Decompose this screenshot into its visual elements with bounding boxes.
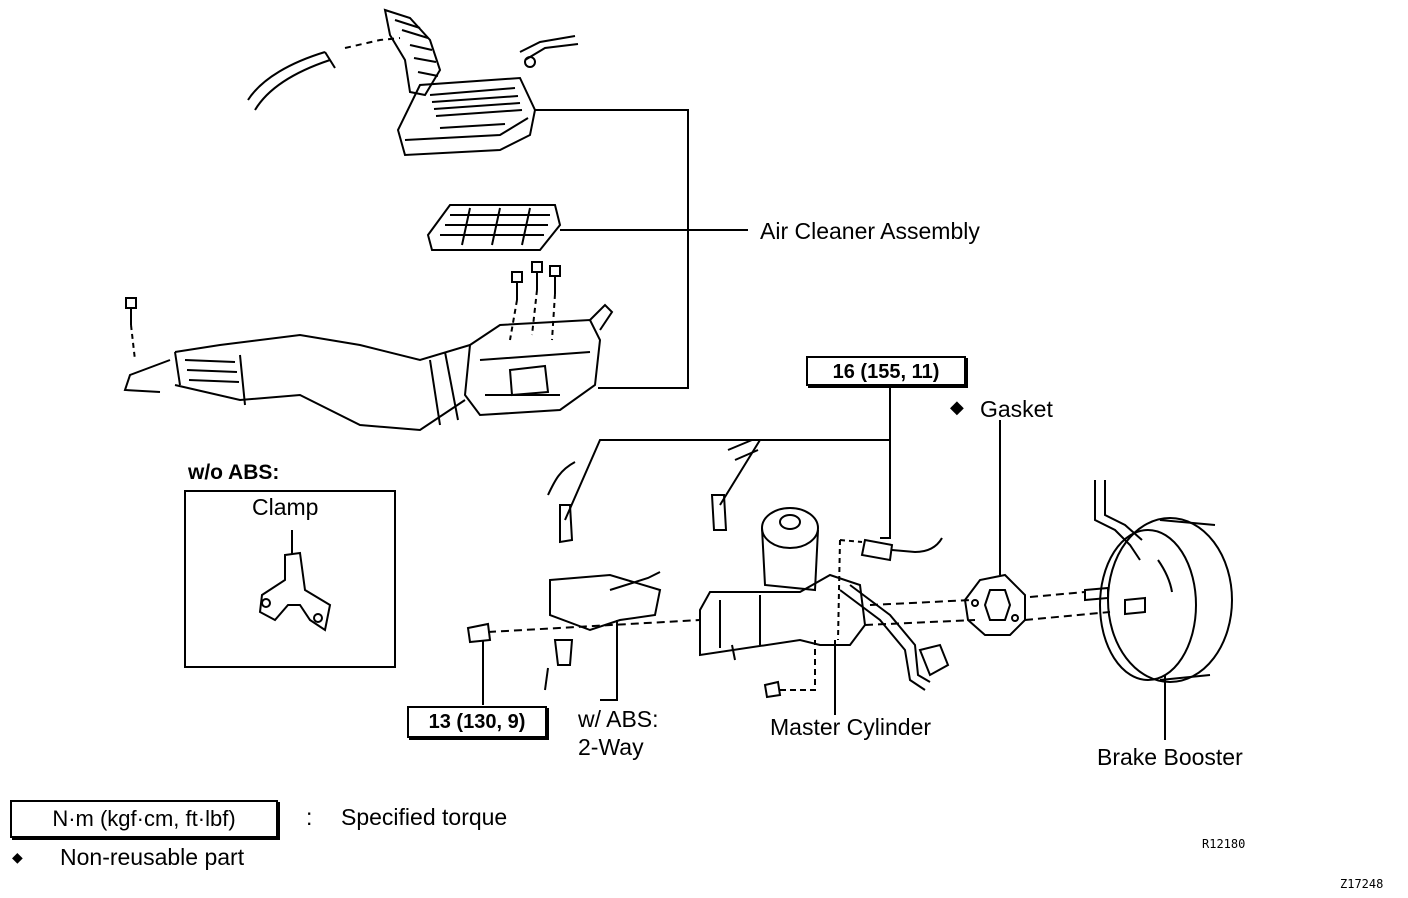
two-way-label: 2-Way [578, 734, 644, 760]
intake-hose-drawing [247, 8, 579, 111]
legend-bullet-icon: ◆ [12, 849, 23, 865]
clamp-label: Clamp [252, 494, 319, 520]
brake-lines-drawing [466, 385, 943, 705]
torque-spec-13: 13 (130, 9) [407, 706, 547, 738]
wo-abs-label: w/o ABS: [188, 461, 280, 484]
wo-abs-clamp-panel [184, 490, 396, 668]
brake-booster-drawing [1084, 480, 1233, 740]
master-cylinder-drawing [699, 507, 976, 715]
gasket-drawing [963, 420, 1111, 636]
non-reusable-marker-icon: ◆ [950, 397, 964, 417]
legend-specified-torque: Specified torque [341, 804, 508, 830]
legend-torque-box: N·m (kgf·cm, ft·lbf) [10, 800, 278, 838]
legend-colon: : [306, 804, 313, 830]
w-abs-label: w/ ABS: [578, 706, 659, 732]
air-cleaner-assembly-label: Air Cleaner Assembly [760, 218, 980, 244]
reference-code-2: Z17248 [1340, 877, 1384, 891]
air-cleaner-bolts-drawing [125, 261, 561, 361]
gasket-label: Gasket [980, 396, 1053, 422]
legend-non-reusable: Non-reusable part [60, 844, 245, 870]
reference-code-1: R12180 [1202, 837, 1246, 851]
air-cleaner-lid-drawing [396, 76, 537, 157]
air-cleaner-case-drawing [123, 303, 614, 432]
clamp-drawing [258, 530, 332, 632]
brake-booster-label: Brake Booster [1097, 744, 1243, 770]
air-cleaner-leader [535, 109, 748, 389]
air-filter-element-drawing [426, 204, 562, 251]
torque-spec-16: 16 (155, 11) [806, 356, 966, 386]
master-cylinder-label: Master Cylinder [770, 714, 932, 740]
